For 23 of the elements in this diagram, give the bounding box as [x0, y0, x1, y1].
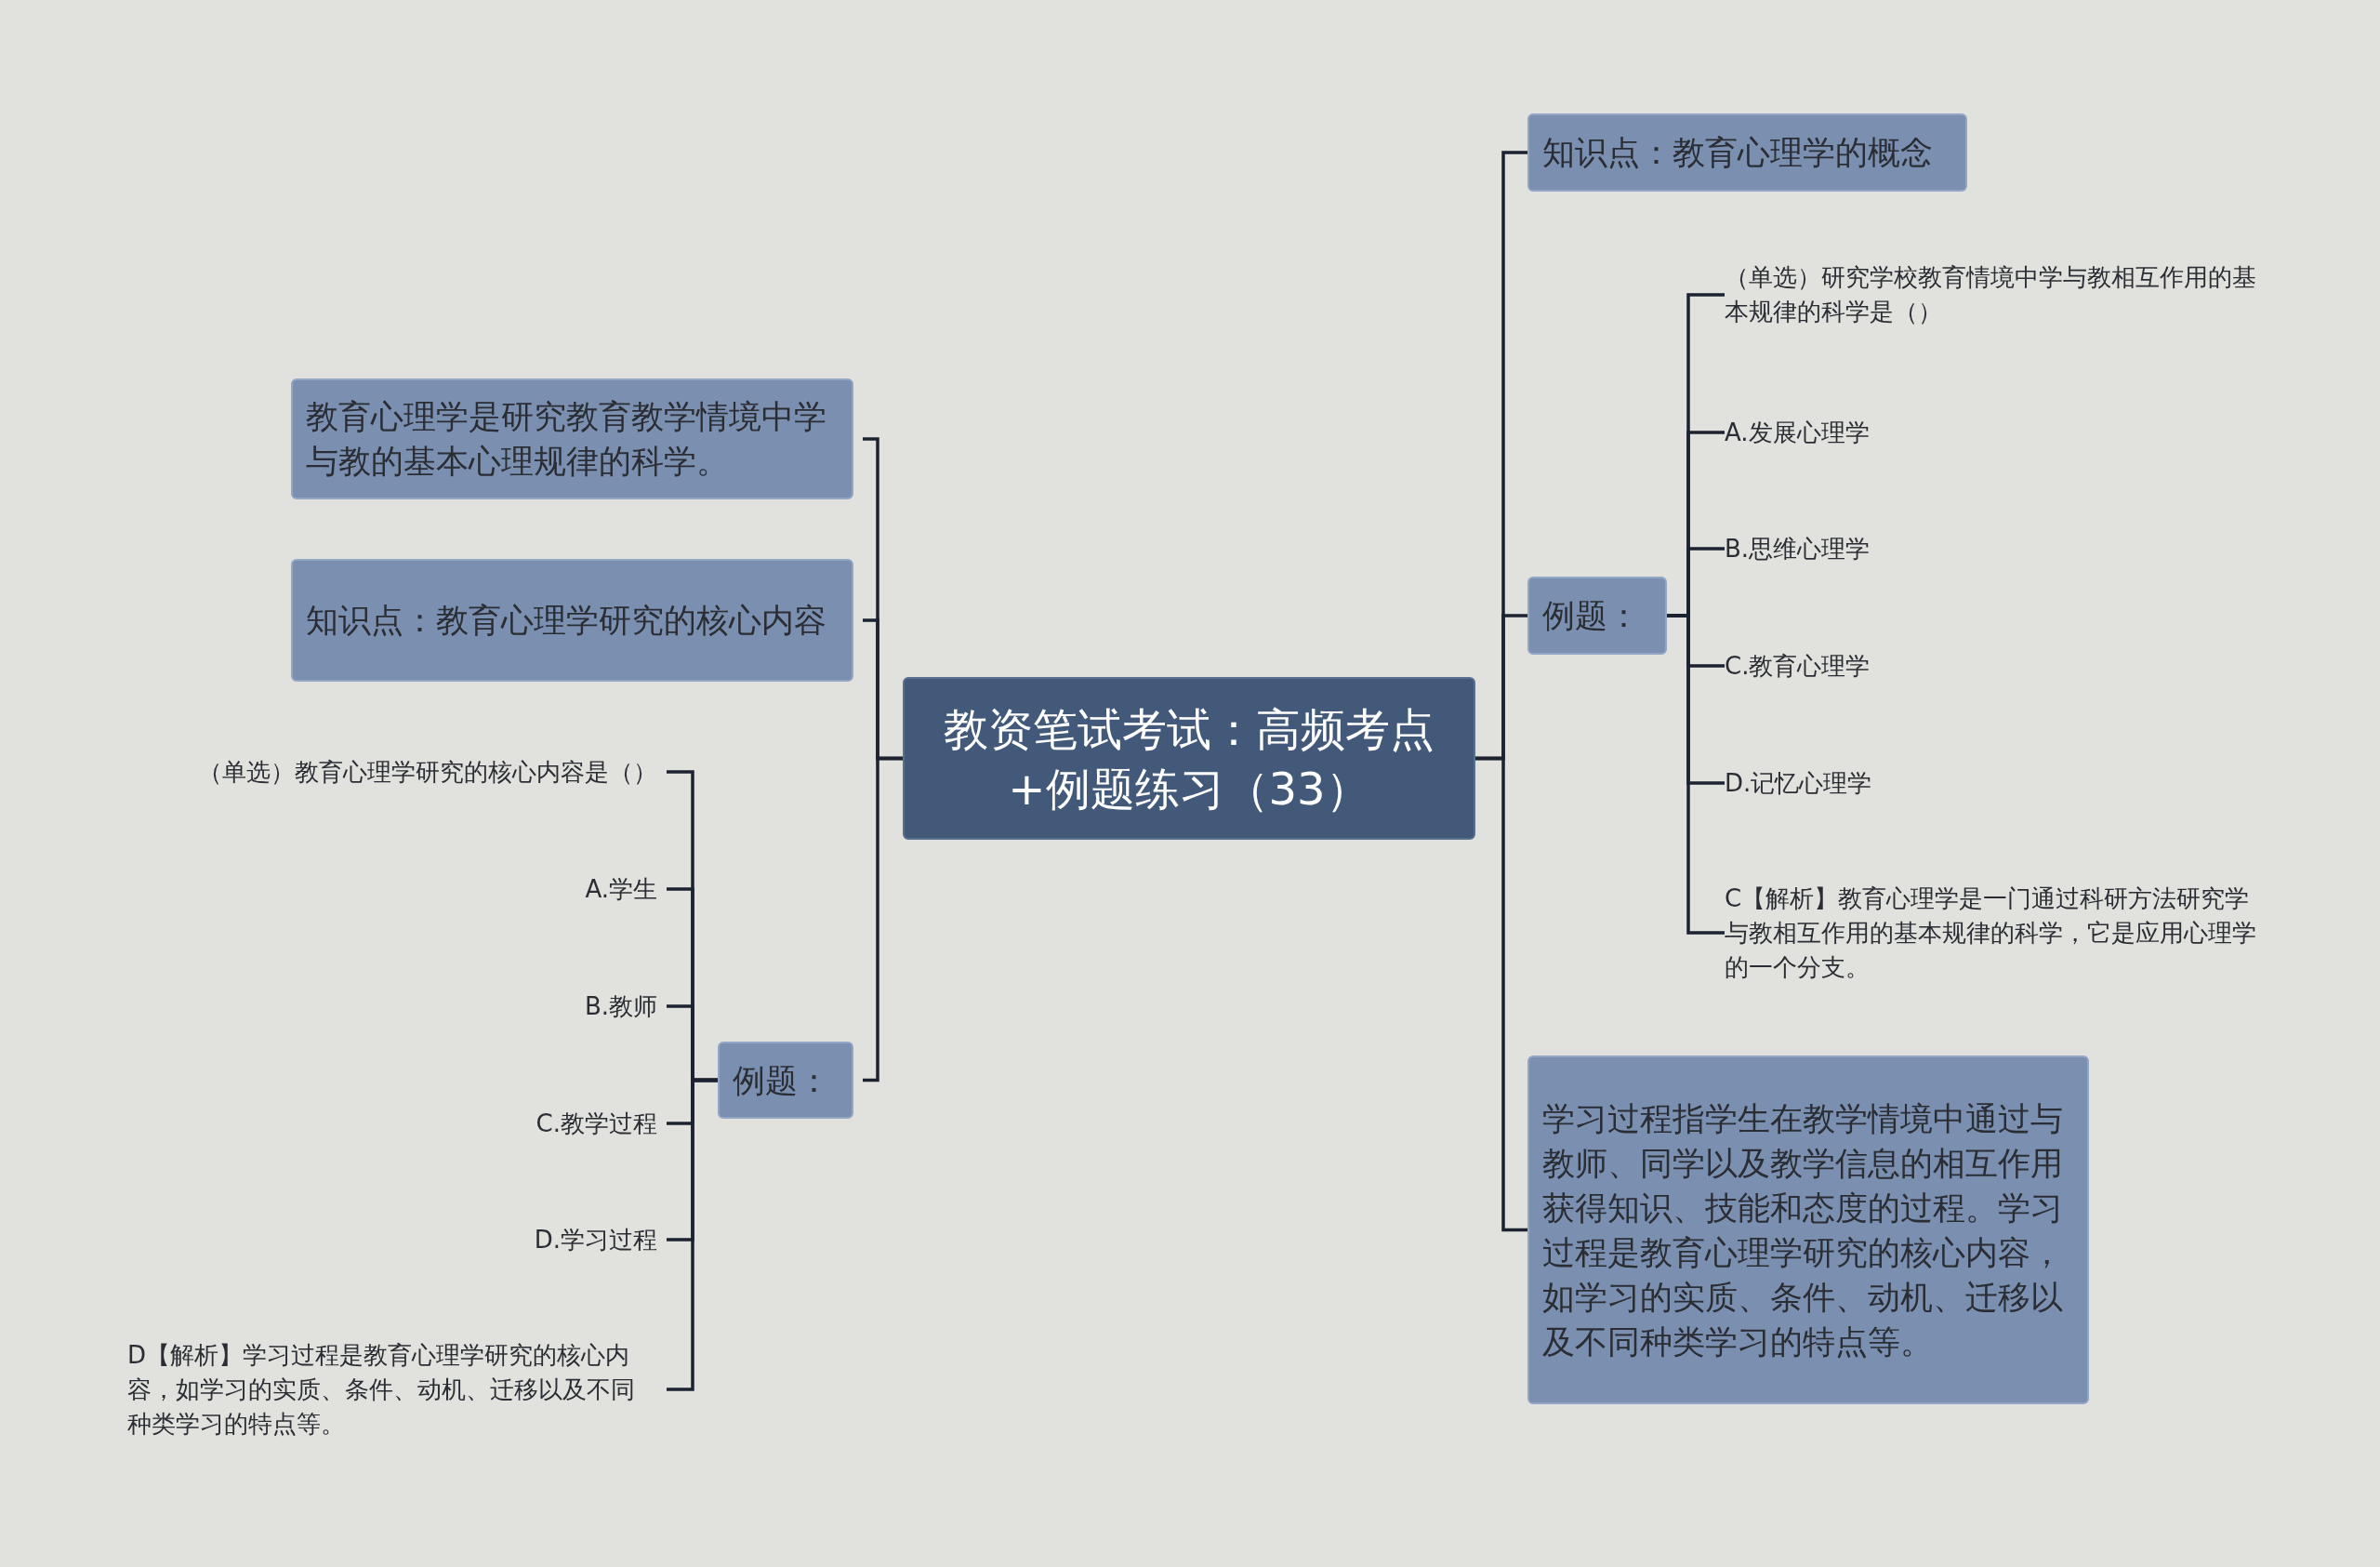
topic-text: C【解析】教育心理学是一门通过科研方法研究学与教相互作用的基本规律的科学，它是应用心理学的一个分支。 — [1725, 879, 2264, 987]
topic-text: C.教学过程 — [418, 1105, 657, 1142]
topic-text: （单选）研究学校教育情境中学与教相互作用的基本规律的科学是（） — [1725, 259, 2264, 331]
topic-box: 教育心理学是研究教育教学情境中学与教的基本心理规律的科学。 — [291, 378, 853, 499]
topic-text: B.教师 — [465, 988, 657, 1025]
topic-text: D.记忆心理学 — [1725, 764, 2096, 802]
topic-box: 学习过程指学生在教学情境中通过与教师、同学以及教学信息的相互作用获得知识、技能和态度的过程。学习过程是教育心理学研究的核心内容，如学习的实质、条件、动机、迁移以及不同种类学习的特点等。 — [1527, 1056, 2089, 1404]
topic-box: 知识点：教育心理学的概念 — [1527, 113, 1967, 192]
topic-text: C.教育心理学 — [1725, 647, 2096, 684]
connector-line — [1475, 756, 1527, 1232]
topic-text: A.发展心理学 — [1725, 414, 2096, 451]
connector-line — [863, 756, 903, 1082]
topic-box: 例题： — [1527, 577, 1667, 655]
topic-box: 例题： — [718, 1042, 853, 1119]
connector-line — [1667, 614, 1725, 935]
topic-text: D.学习过程 — [418, 1221, 657, 1258]
central-topic-box: 教资笔试考试：高频考点+例题练习（33） — [903, 677, 1475, 840]
topic-text: B.思维心理学 — [1725, 530, 2096, 567]
topic-text: D【解析】学习过程是教育心理学研究的核心内容，如学习的实质、条件、动机、迁移以及不同种类学习的特点等。 — [127, 1335, 657, 1444]
connector-line — [667, 1078, 718, 1391]
topic-text: A.学生 — [465, 870, 657, 908]
topic-text: （单选）教育心理学研究的核心内容是（） — [130, 753, 657, 790]
topic-box: 知识点：教育心理学研究的核心内容 — [291, 559, 853, 682]
